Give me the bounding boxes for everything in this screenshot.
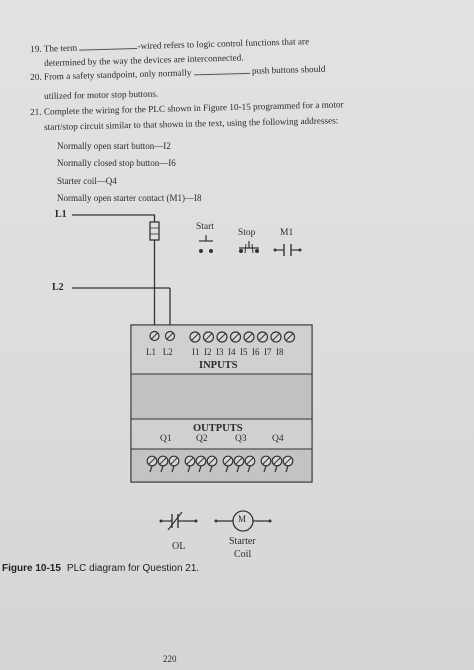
l2-label: L2: [52, 282, 64, 293]
plc-inputs-title: INPUTS: [199, 360, 238, 371]
terminal-screw-slot: [186, 457, 194, 465]
stop-label: Stop: [238, 228, 256, 238]
terminal-screw-slot: [170, 457, 178, 465]
start-pushbutton-icon: [199, 235, 213, 253]
terminal-lead: [209, 465, 213, 473]
figure-caption: Figure 10-15 PLC diagram for Question 21.: [2, 563, 199, 574]
output-label-q4: Q4: [272, 434, 284, 444]
plc-middle-section: [130, 373, 313, 420]
terminal-lead: [274, 465, 278, 473]
terminal-lead: [149, 465, 153, 473]
terminal-lead: [236, 465, 240, 473]
motor-letter: M: [238, 514, 247, 524]
address-coil: Starter coil—Q4: [57, 176, 117, 186]
ol-label: OL: [172, 541, 186, 552]
terminal-screw-slot: [246, 457, 254, 465]
terminal-screw-slot: [204, 333, 213, 341]
terminal-screw-slot: [231, 333, 240, 341]
starter-coil-icon: [214, 510, 272, 532]
input-terminal-strip: [149, 330, 296, 343]
m1-label: M1: [280, 228, 294, 238]
terminal-screw-slot: [159, 457, 167, 465]
address-start: Normally open start button—I2: [57, 141, 171, 151]
output-label-q2: Q2: [196, 434, 208, 444]
starter-label: Starter: [229, 536, 256, 547]
terminal-screw-slot: [273, 457, 281, 465]
l1-label: L1: [55, 209, 67, 220]
output-terminal-strip: [146, 455, 294, 473]
coil-label: Coil: [234, 549, 252, 560]
terminal-screw-slot: [191, 333, 199, 341]
fuse-icon: [149, 221, 160, 241]
terminal-screw-slot: [218, 333, 226, 341]
terminal-screw-slot: [285, 333, 294, 341]
plc-output-section: [130, 418, 313, 450]
terminal-lead: [285, 465, 289, 473]
terminal-lead: [247, 465, 251, 473]
terminal-lead: [263, 465, 267, 473]
overload-contact-icon: [159, 511, 198, 531]
plc-input-number-labels: I1 I2 I3 I4 I5 I6 I7 I8: [192, 347, 284, 357]
terminal-screw-slot: [148, 457, 156, 465]
plc-input-terminal-labels: L1 L2: [146, 347, 173, 357]
output-label-q1: Q1: [160, 434, 172, 444]
figure-id: Figure 10-15: [2, 563, 61, 574]
terminal-screw-slot: [197, 457, 205, 465]
terminal-lead: [160, 465, 164, 473]
output-label-q3: Q3: [235, 434, 247, 444]
address-stop: Normally closed stop button—I6: [57, 158, 176, 168]
terminal-lead: [225, 465, 229, 473]
plc-output-terminal-section: [130, 448, 313, 483]
terminal-screw-slot: [262, 457, 270, 465]
terminal-screw-slot: [258, 333, 267, 341]
terminal-screw-slot: [208, 457, 216, 465]
terminal-screw-slot: [150, 332, 159, 340]
terminal-screw-slot: [284, 457, 292, 465]
figure-caption-text: PLC diagram for Question 21.: [66, 563, 200, 574]
start-label: Start: [196, 222, 214, 232]
terminal-screw-slot: [235, 457, 243, 465]
terminal-screw-slot: [272, 333, 280, 341]
terminal-lead: [187, 465, 191, 473]
m1-contact-icon: [273, 244, 302, 256]
terminal-lead: [171, 465, 175, 473]
terminal-lead: [198, 465, 202, 473]
terminal-screw-slot: [245, 333, 253, 341]
page-number: 220: [163, 654, 177, 664]
terminal-screw-slot: [224, 457, 232, 465]
stop-pushbutton-icon: [239, 241, 259, 254]
terminal-screw-slot: [166, 332, 174, 340]
address-m1: Normally open starter contact (M1)—I8: [57, 193, 202, 203]
plc-outputs-title: OUTPUTS: [193, 423, 243, 434]
